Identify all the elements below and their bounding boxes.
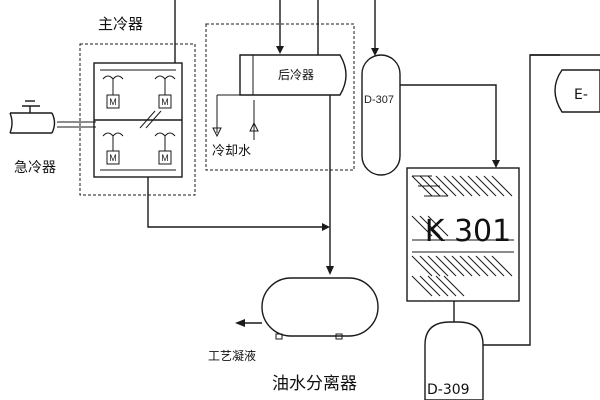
d307-to-k301-pipe bbox=[400, 84, 497, 165]
main-cooler-dashed-boundary bbox=[79, 43, 196, 196]
separator-nozzle bbox=[335, 333, 343, 340]
arrow-up-icon bbox=[249, 121, 259, 132]
arrow-down-icon bbox=[492, 160, 500, 168]
cooling-water-label: 冷却水 bbox=[212, 144, 251, 159]
arrow-down-icon bbox=[276, 46, 284, 54]
arrow-down-icon bbox=[371, 48, 379, 56]
svg-text:M: M bbox=[161, 97, 169, 107]
after-cooler-dashed-boundary bbox=[205, 23, 355, 171]
d309-label: D-309 bbox=[427, 382, 470, 398]
svg-text:M: M bbox=[109, 153, 117, 163]
main-cooler-label: 主冷器 bbox=[98, 15, 143, 33]
fan-icon bbox=[102, 132, 124, 151]
process-condensate-label: 工艺凝液 bbox=[208, 348, 256, 363]
k301-label: K 301 bbox=[425, 214, 511, 249]
quench-cooler-label: 急冷器 bbox=[14, 160, 56, 176]
svg-text:M: M bbox=[161, 153, 169, 163]
d307-label: D-307 bbox=[364, 94, 394, 106]
main-cooler-break-line-2 bbox=[145, 110, 162, 129]
oil-water-separator-vessel bbox=[261, 277, 379, 337]
main-cooler-outlet-pipe bbox=[147, 177, 328, 228]
arrow-down-icon bbox=[212, 127, 222, 138]
oil-water-separator-label: 油水分离器 bbox=[272, 374, 357, 394]
motor-icon: M bbox=[106, 94, 120, 109]
fan-icon bbox=[154, 75, 176, 95]
after-cooler-label: 后冷器 bbox=[278, 68, 314, 82]
arrow-down-icon bbox=[326, 266, 334, 275]
e-exchanger bbox=[554, 69, 600, 113]
svg-text:M: M bbox=[109, 97, 117, 107]
fan-icon bbox=[102, 75, 124, 95]
arrow-right-icon bbox=[322, 223, 330, 231]
motor-icon: M bbox=[106, 150, 120, 165]
motor-icon: M bbox=[158, 150, 172, 165]
separator-nozzle bbox=[275, 333, 283, 340]
e-exchanger-label: E- bbox=[574, 87, 588, 103]
main-cooler-break-line-1 bbox=[139, 110, 156, 129]
arrow-left-icon bbox=[235, 319, 245, 327]
d309-vessel bbox=[424, 321, 484, 400]
after-cooler-exchanger bbox=[239, 54, 347, 96]
motor-icon: M bbox=[158, 94, 172, 109]
k301-packing-hatch bbox=[411, 175, 514, 297]
quench-cooler bbox=[9, 100, 96, 134]
d307-vessel bbox=[361, 54, 401, 176]
fan-icon bbox=[154, 132, 176, 151]
